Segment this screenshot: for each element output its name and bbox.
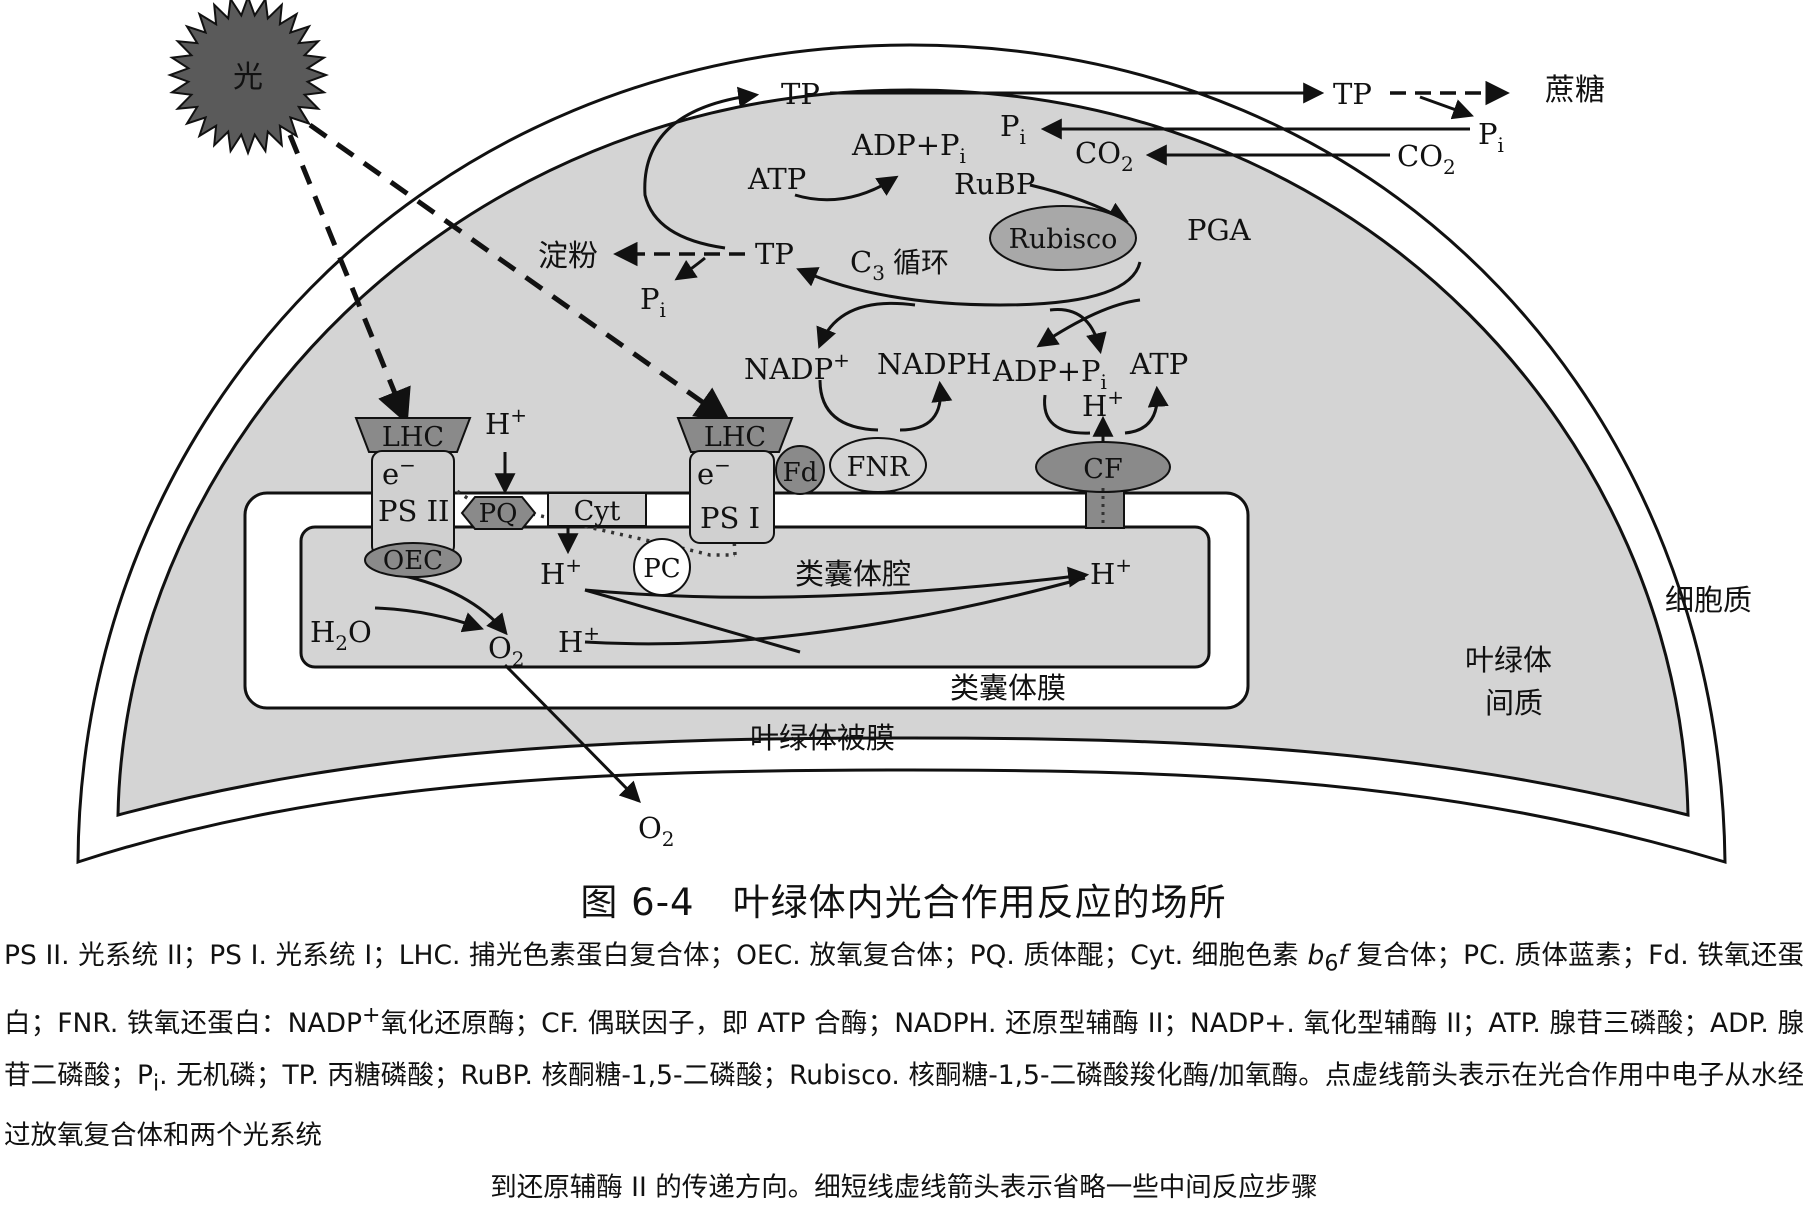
lhc-psi <box>676 417 794 453</box>
atp-cf-label: ATP <box>1129 347 1188 381</box>
arrow-h2o-o2 <box>374 606 484 633</box>
fnr-loop-right <box>899 380 953 432</box>
lhc-psii <box>354 417 472 453</box>
arrow-h-cross <box>584 588 801 654</box>
arrow-c3-nadp <box>816 301 916 349</box>
h-plus-cf-label: H+ <box>1082 385 1124 423</box>
pc-complex <box>633 538 691 596</box>
h-plus-pq-label: H+ <box>485 403 527 441</box>
co2-cytosol-label: CO2 <box>1397 139 1456 179</box>
cf-loop-left <box>1043 394 1091 435</box>
cf-label: CF <box>1083 454 1122 485</box>
fd-label: Fd <box>783 458 818 488</box>
sucrose-label: 蔗糖 <box>1545 73 1605 108</box>
light-arrow-psi <box>308 122 731 423</box>
h-plus-lumen2-label: H+ <box>558 621 600 659</box>
rubp-label: RuBP <box>954 167 1035 201</box>
h-plus-lumen-right-label: H+ <box>1090 553 1132 591</box>
arrow-h-lumen-lower <box>584 576 1086 646</box>
tp-cytosol-label: TP <box>1333 77 1372 111</box>
fnr-label: FNR <box>847 452 910 483</box>
light-arrow-psii <box>287 134 411 425</box>
light-icon <box>167 0 329 156</box>
pq-label: PQ <box>479 499 518 529</box>
e-minus-psi-label: e− <box>697 453 731 491</box>
h2o-label: H2O <box>310 615 372 655</box>
lhc-psii-label: LHC <box>382 422 444 453</box>
starch-label: 淀粉 <box>538 239 598 274</box>
h-plus-lumen1-label: H+ <box>540 553 582 591</box>
arrow-c3-adp <box>1036 298 1141 348</box>
thylakoid-membrane-label: 类囊体膜 <box>950 671 1066 705</box>
oec-label: OEC <box>383 546 443 576</box>
e-minus-psii-label: e− <box>382 453 416 491</box>
pq-complex <box>460 496 537 530</box>
stroma-label-line2: 间质 <box>1485 686 1543 720</box>
envelope-label: 叶绿体被膜 <box>750 721 895 755</box>
tp-cycle-label: TP <box>755 237 794 271</box>
arrow-tp-loop <box>643 86 760 250</box>
arrow-tp-pi <box>1419 95 1474 120</box>
rubisco-enzyme <box>989 205 1137 271</box>
atp-top-label: ATP <box>747 162 806 196</box>
pi-starch-label: Pi <box>640 282 666 322</box>
arrow-nadph-c3 <box>1049 308 1107 355</box>
cyt-complex <box>547 492 647 527</box>
psii-label: PS II <box>378 494 450 528</box>
co2-stroma-label: CO2 <box>1075 136 1134 176</box>
psi-complex <box>689 450 775 544</box>
arrow-pga-tp <box>796 261 1142 307</box>
pi-cytosol-label: Pi <box>1478 117 1504 157</box>
light-label: 光 <box>233 60 263 95</box>
stroma-label-line1: 叶绿体 <box>1465 643 1552 677</box>
arrow-o2-out <box>503 663 641 803</box>
pc-label: PC <box>643 554 680 584</box>
figure-caption-body: PS II. 光系统 II；PS I. 光系统 I；LHC. 捕光色素蛋白复合体… <box>4 940 1804 1204</box>
fnr-complex <box>829 437 927 493</box>
fnr-loop-left <box>818 379 879 432</box>
arrow-tp-pi <box>674 256 706 281</box>
pi-stroma-label: Pi <box>1000 109 1026 149</box>
nadp-plus-label: NADP+ <box>744 348 850 386</box>
oec-complex <box>364 542 462 578</box>
adp-pi-top-label: ADP+Pi <box>851 128 966 168</box>
o2-out-label: O2 <box>638 811 675 851</box>
cf-loop-right <box>1124 385 1169 435</box>
o2-lumen-label: O2 <box>488 631 525 671</box>
nadph-label: NADPH <box>877 347 991 381</box>
rubisco-label: Rubisco <box>1009 224 1118 255</box>
arrow-oec-o2 <box>399 573 508 636</box>
cytoplasm-label: 细胞质 <box>1665 583 1752 617</box>
arrow-h-lumen-right <box>584 566 1090 599</box>
figure-caption-title: 图 6-4 叶绿体内光合作用反应的场所 <box>580 881 1227 924</box>
psi-label: PS I <box>700 501 760 535</box>
pga-label: PGA <box>1187 213 1252 247</box>
adp-pi-cf-label: ADP+Pi <box>992 354 1107 394</box>
chloroplast-diagram: 光 TP TP <box>76 0 1752 865</box>
cyt-label: Cyt <box>574 496 621 527</box>
cf-complex <box>1035 441 1171 493</box>
lumen-label: 类囊体腔 <box>795 557 911 591</box>
arrow-atp-adp <box>794 175 899 202</box>
lhc-psi-label: LHC <box>704 422 766 453</box>
fd-complex <box>775 445 825 495</box>
tp-export-label: TP <box>781 77 820 111</box>
